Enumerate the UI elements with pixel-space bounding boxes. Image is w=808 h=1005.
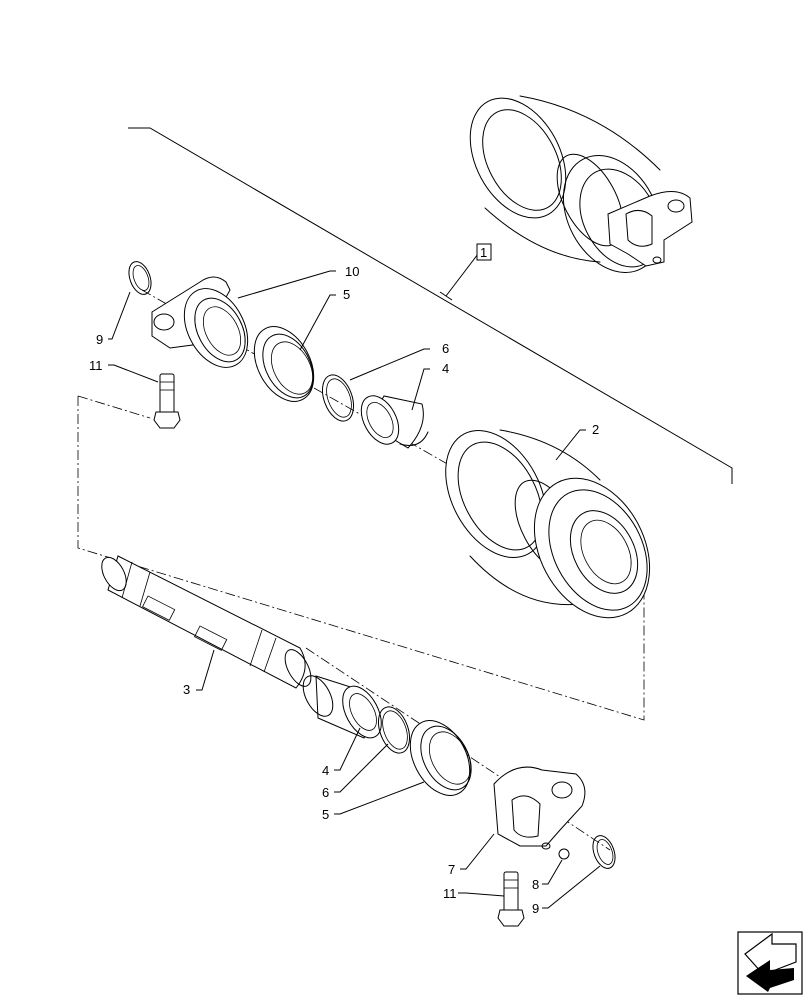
callout-11-lower: 11	[443, 886, 457, 901]
callout-labels: 1 2 3 4 4 5 5 6 6 7 8 9 9 10 11 11	[89, 243, 599, 916]
callout-7: 7	[448, 862, 455, 877]
seal-lower	[409, 720, 472, 796]
assembly-bracket	[128, 127, 733, 484]
shaft-group-boundary	[77, 396, 645, 721]
callout-11-upper: 11	[89, 358, 103, 373]
callout-5-lower: 5	[322, 807, 329, 822]
bushing-upper	[360, 395, 429, 449]
callout-9-upper: 9	[96, 332, 103, 347]
leader-lines	[108, 270, 601, 909]
bushing-lower	[302, 675, 382, 739]
plug	[558, 848, 570, 860]
end-collar-lower	[493, 766, 586, 850]
bolt-lower	[497, 871, 525, 927]
o-ring-lower	[377, 706, 411, 754]
arrow-previous-page-icon[interactable]	[737, 931, 803, 995]
snap-ring-lower	[592, 835, 616, 869]
callout-10: 10	[345, 264, 359, 279]
callout-9-lower: 9	[532, 901, 539, 916]
callout-4-upper: 4	[442, 361, 449, 376]
bolt-upper	[153, 373, 181, 429]
snap-ring-upper	[128, 261, 152, 295]
end-collar-upper	[151, 276, 249, 368]
roller-shaft	[101, 555, 312, 689]
callout-2: 2	[592, 422, 599, 437]
callout-box-1	[476, 243, 492, 261]
callout-1: 1	[480, 245, 487, 260]
o-ring-upper	[321, 374, 355, 422]
callout-3: 3	[183, 682, 190, 697]
callout-5-upper: 5	[343, 287, 350, 302]
callout-4-lower: 4	[322, 763, 329, 778]
roller-assembly-complete	[469, 95, 693, 274]
callout-6-lower: 6	[322, 785, 329, 800]
callout-6-upper: 6	[442, 341, 449, 356]
roller-body	[445, 429, 651, 619]
seal-upper	[253, 326, 315, 402]
callout-8: 8	[532, 877, 539, 892]
